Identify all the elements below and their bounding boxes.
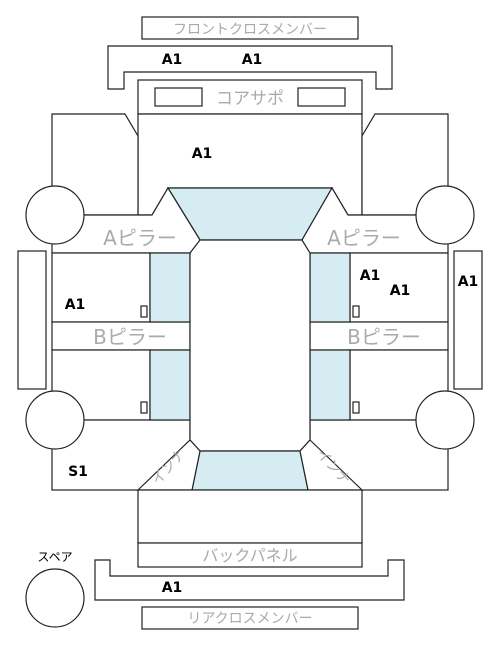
spare-label: スペア	[37, 550, 72, 564]
left-front-side-glass	[149, 252, 191, 323]
a-pillar-left-label: Aピラー	[103, 226, 177, 250]
right-rocker	[453, 250, 483, 390]
right-rear-side-glass	[309, 349, 351, 421]
core-support-left-slot	[154, 87, 203, 107]
roof	[189, 239, 311, 452]
front-cross-member-box	[141, 16, 359, 40]
rear-cross-member	[94, 559, 405, 601]
b-pillar-left	[51, 321, 191, 351]
front-right-wheel	[415, 185, 475, 245]
back-panel-box	[137, 542, 363, 568]
rear-cross-member-grade: A1	[162, 580, 183, 596]
left-rear-door-handle	[140, 401, 148, 414]
left-rear-side-glass	[149, 349, 191, 421]
trunk-area	[137, 489, 363, 544]
left-front-door-grade: A1	[65, 297, 86, 313]
right-front-grade-1: A1	[360, 268, 381, 284]
left-front-door	[51, 252, 151, 323]
front-cross-member-label: フロントクロスメンバー	[173, 22, 327, 38]
front-cross-grade-right: A1	[242, 52, 263, 68]
right-rocker-grade: A1	[458, 274, 479, 290]
b-pillar-right-label: Bピラー	[347, 325, 421, 349]
left-front-door-handle	[140, 305, 148, 318]
left-rocker	[17, 250, 47, 390]
right-rear-door-handle	[352, 401, 360, 414]
rear-cross-member-box	[141, 606, 359, 630]
front-area-grade: A1	[192, 146, 213, 162]
rear-right-wheel	[415, 390, 475, 450]
core-support-right-slot	[297, 87, 346, 107]
front-left-wheel	[25, 185, 85, 245]
a-pillar-right-label: Aピラー	[327, 226, 401, 250]
core-support-label: コアサポ	[216, 89, 284, 109]
right-front-door-handle	[352, 305, 360, 318]
b-pillar-left-label: Bピラー	[93, 325, 167, 349]
spare-tire	[25, 568, 85, 628]
rear-glass	[191, 450, 309, 491]
back-panel-label: バックパネル	[202, 546, 297, 565]
b-pillar-right	[309, 321, 449, 351]
right-front-grade-2: A1	[390, 283, 411, 299]
left-rear-quarter-grade: S1	[68, 464, 88, 480]
right-front-side-glass	[309, 252, 351, 323]
right-front-door	[349, 252, 449, 323]
front-cross-grade-left: A1	[162, 52, 183, 68]
front-cross-member	[107, 45, 393, 90]
rear-left-wheel	[25, 390, 85, 450]
rear-cross-member-label: リアクロスメンバー	[187, 611, 312, 627]
